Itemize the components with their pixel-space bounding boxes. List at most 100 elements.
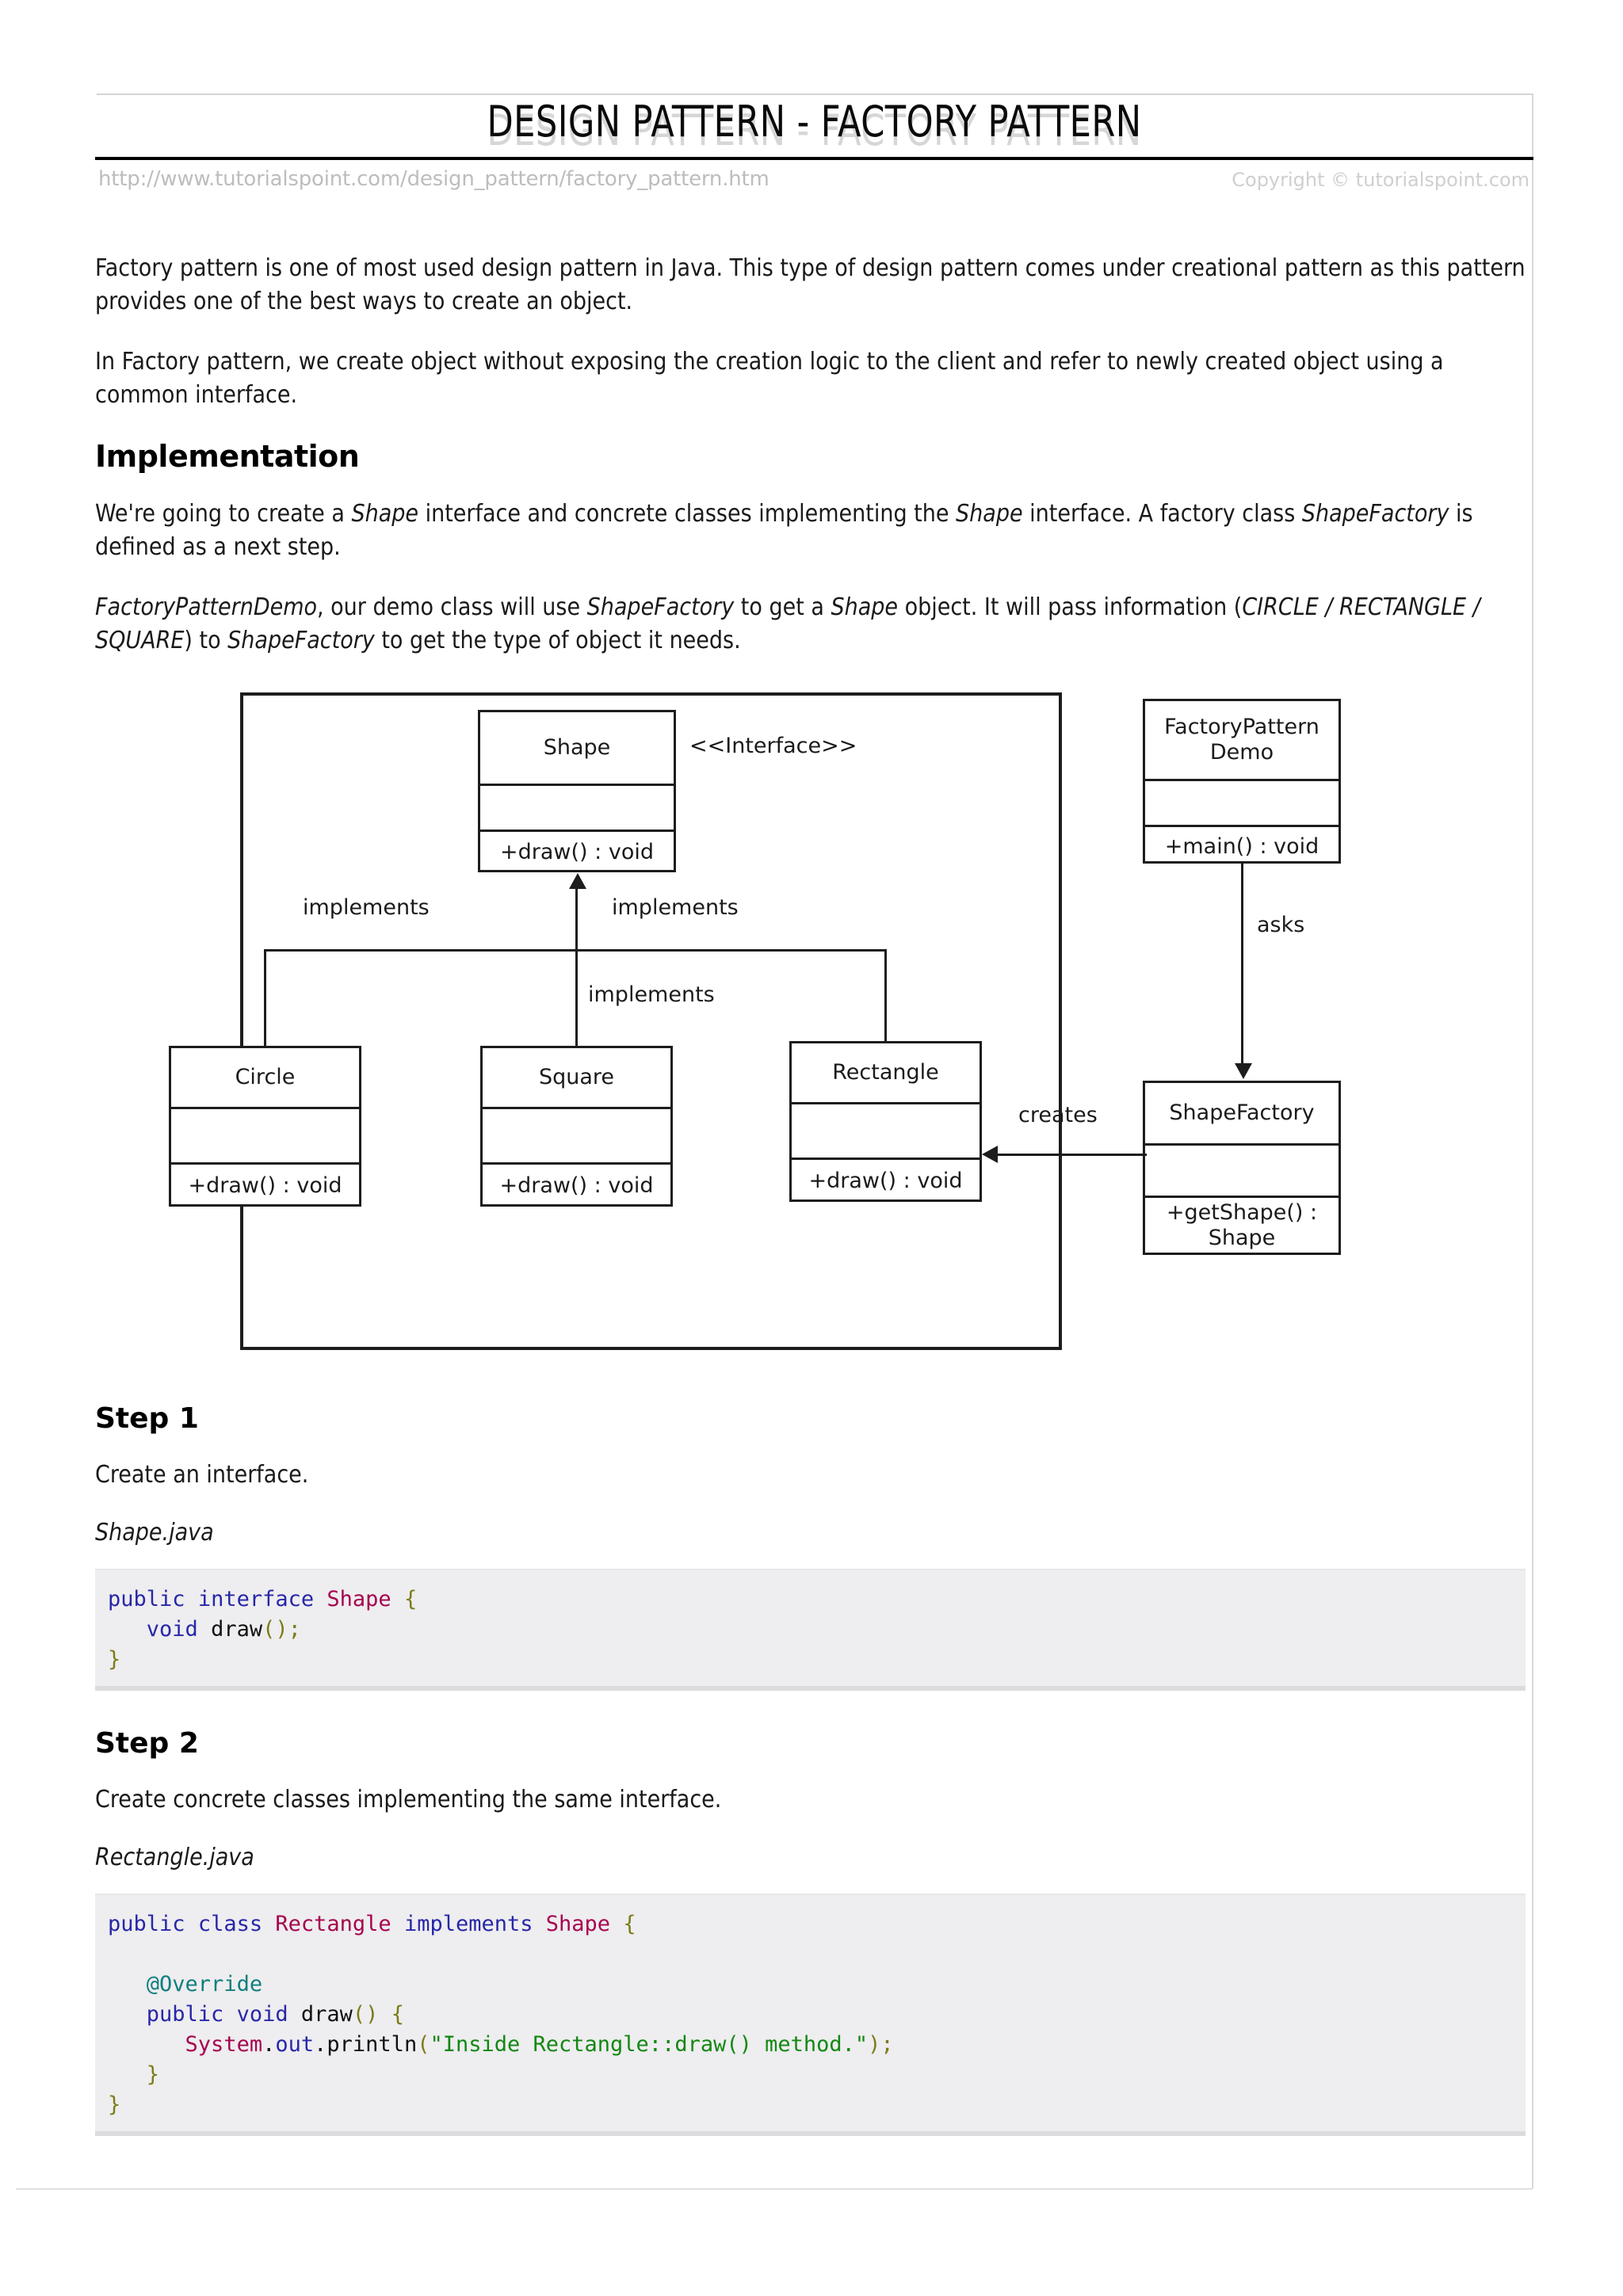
uml-class-rectangle-attributes <box>792 1102 980 1158</box>
uml-label-implements-right: implements <box>612 895 739 920</box>
emphasis-shapefactory: ShapeFactory <box>227 627 375 654</box>
uml-class-circle-name: Circle <box>235 1065 296 1089</box>
text-run: ) to <box>184 627 228 654</box>
step-1-heading: Step 1 <box>95 1402 199 1435</box>
code-dot: . <box>314 2032 327 2057</box>
uml-class-square-name: Square <box>538 1065 615 1089</box>
code-keyword: public <box>146 2002 224 2027</box>
uml-creates-line <box>996 1154 1147 1156</box>
uml-drop-circle <box>264 949 266 1046</box>
uml-class-demo-name-line1: FactoryPattern <box>1164 715 1319 739</box>
uml-class-shape-name: Shape <box>543 735 611 760</box>
uml-class-demo-name: FactoryPattern Demo <box>1145 701 1338 779</box>
code-class-name: Shape <box>327 1587 391 1611</box>
header-top-rule <box>97 93 1532 95</box>
uml-stereotype-interface: <<Interface>> <box>689 734 857 758</box>
emphasis-shape: Shape <box>956 500 1023 528</box>
code-keyword: interface <box>197 1587 315 1611</box>
uml-class-factory-method: +getShape() : Shape <box>1145 1196 1338 1253</box>
emphasis-shape-types: CIRCLE / RECTANGLE / SQUARE <box>95 593 1480 654</box>
text-run: object. It will pass information ( <box>898 593 1243 621</box>
uml-class-factorypatterndemo: FactoryPattern Demo +main() : void <box>1143 699 1341 864</box>
uml-class-factory-attributes <box>1145 1143 1338 1196</box>
uml-class-rectangle: Rectangle +draw() : void <box>789 1041 982 1202</box>
uml-inheritance-arrowhead <box>569 873 586 889</box>
code-brace: { <box>403 1587 418 1611</box>
uml-asks-line <box>1241 864 1243 1063</box>
document-content: Factory pattern is one of most used desi… <box>95 252 1526 2168</box>
emphasis-shapefactory: ShapeFactory <box>586 593 735 621</box>
code-dot: . <box>262 2032 276 2057</box>
code-keyword: class <box>197 1912 263 1936</box>
header-divider <box>95 157 1533 160</box>
uml-class-rectangle-method: +draw() : void <box>792 1158 980 1202</box>
intro-paragraph-2: In Factory pattern, we create object wit… <box>95 348 1444 409</box>
uml-class-square-attributes <box>483 1107 670 1162</box>
step-1-filename: Shape.java <box>95 1519 214 1547</box>
uml-class-shape-method: +draw() : void <box>480 830 674 872</box>
uml-class-rectangle-name: Rectangle <box>832 1060 939 1085</box>
code-keyword: void <box>146 1617 198 1642</box>
code-paren: ); <box>868 2032 894 2057</box>
code-string-literal: "Inside Rectangle::draw() method." <box>430 2032 869 2057</box>
code-block-shape-java[interactable]: public interface Shape { void draw(); } <box>95 1569 1526 1691</box>
uml-class-factory-method-line2: Shape <box>1208 1225 1276 1250</box>
uml-label-creates: creates <box>1018 1103 1098 1127</box>
page-bottom-rule <box>16 2188 1532 2190</box>
uml-label-implements-left: implements <box>303 895 430 920</box>
code-brace: } <box>108 2092 121 2117</box>
page-right-border <box>1532 93 1533 2189</box>
page-title-text: DESIGN PATTERN - FACTORY PATTERN <box>487 97 1142 147</box>
code-punct: () { <box>352 2002 404 2027</box>
code-method-name: draw <box>300 2002 353 2027</box>
emphasis-shape: Shape <box>351 500 419 528</box>
uml-class-circle: Circle +draw() : void <box>169 1046 361 1207</box>
code-field-out: out <box>275 2032 315 2057</box>
step-2-heading: Step 2 <box>95 1727 199 1760</box>
uml-class-square-method: +draw() : void <box>483 1162 670 1207</box>
code-keyword: public <box>108 1587 185 1611</box>
uml-class-circle-method: +draw() : void <box>171 1162 359 1207</box>
intro-paragraph-1: Factory pattern is one of most used desi… <box>95 254 1526 315</box>
text-run: interface. A factory class <box>1022 500 1302 528</box>
source-url[interactable]: http://www.tutorialspoint.com/design_pat… <box>98 167 769 191</box>
code-class-name: Rectangle <box>275 1912 391 1936</box>
code-keyword: implements <box>403 1912 533 1936</box>
copyright-notice: Copyright © tutorialspoint.com <box>1232 169 1529 191</box>
uml-class-shape-attributes <box>480 784 674 830</box>
uml-asks-arrowhead <box>1235 1063 1252 1079</box>
uml-drop-square <box>575 949 578 1046</box>
code-keyword: public <box>108 1912 185 1936</box>
code-punct: (); <box>262 1617 301 1642</box>
step-2-filename: Rectangle.java <box>95 1844 254 1871</box>
code-method-name: draw <box>211 1617 263 1642</box>
emphasis-shape: Shape <box>831 593 899 621</box>
emphasis-factorypatterndemo: FactoryPatternDemo <box>95 593 318 621</box>
text-run: , our demo class will use <box>317 593 587 621</box>
code-annotation: @Override <box>146 1972 263 1997</box>
implementation-paragraph-2: FactoryPatternDemo, our demo class will … <box>95 591 1526 658</box>
code-paren: ( <box>417 2032 430 2057</box>
code-keyword: void <box>236 2002 288 2027</box>
uml-class-demo-name-line2: Demo <box>1209 740 1274 765</box>
code-method-println: println <box>327 2032 418 2057</box>
uml-class-factory-method-line1: +getShape() : <box>1166 1199 1318 1225</box>
text-run: interface and concrete classes implement… <box>418 500 957 528</box>
code-block-rectangle-java[interactable]: public class Rectangle implements Shape … <box>95 1894 1526 2136</box>
text-run: to get a <box>734 593 831 621</box>
implementation-paragraph-1: We're going to create a Shape interface … <box>95 498 1526 564</box>
text-run: is defined as a next step. <box>95 500 1473 561</box>
page-title: DESIGN PATTERN - FACTORY PATTERN DESIGN … <box>240 97 1388 155</box>
uml-creates-arrowhead <box>982 1146 998 1163</box>
uml-label-implements-center: implements <box>588 982 715 1007</box>
uml-class-demo-method: +main() : void <box>1145 825 1338 866</box>
uml-label-asks: asks <box>1257 913 1305 937</box>
uml-class-diagram: Shape +draw() : void <<Interface>> imple… <box>95 685 1526 1366</box>
code-system-class: System <box>185 2032 263 2057</box>
code-class-name: Shape <box>545 1912 611 1936</box>
uml-class-demo-attributes <box>1145 779 1338 825</box>
uml-class-shape: Shape +draw() : void <box>478 710 676 872</box>
uml-class-circle-attributes <box>171 1107 359 1162</box>
uml-class-factory-name: ShapeFactory <box>1169 1100 1315 1125</box>
